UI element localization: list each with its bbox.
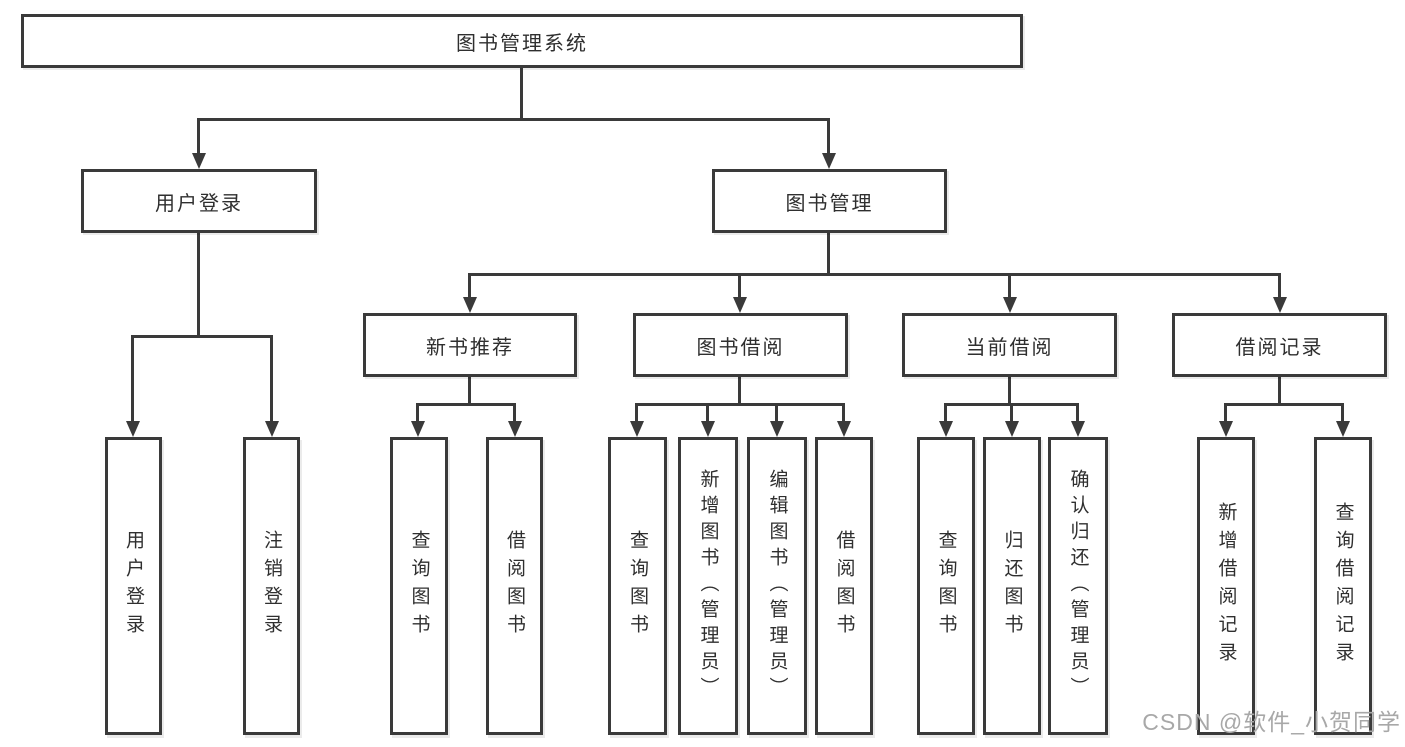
- connector-line: [197, 118, 200, 155]
- node-label: 图书管理系统: [456, 32, 588, 55]
- node-root: 图书管理系统: [21, 14, 1023, 68]
- node-user-login: 用户登录: [81, 169, 317, 233]
- leaf-label: 新增借阅记录: [1215, 502, 1237, 670]
- node-current-borrow: 当前借阅: [902, 313, 1117, 377]
- connector-line: [468, 273, 471, 299]
- leaf-query-books: 查询图书: [917, 437, 975, 735]
- leaf-label: 确认归还（管理员）: [1067, 469, 1089, 703]
- connector-line: [1224, 403, 1344, 406]
- arrow-down-icon: [1336, 421, 1350, 437]
- arrow-down-icon: [1003, 297, 1017, 313]
- leaf-add-borrow-record: 新增借阅记录: [1197, 437, 1255, 735]
- connector-line: [520, 68, 523, 118]
- leaf-query-books: 查询图书: [390, 437, 448, 735]
- arrow-down-icon: [192, 153, 206, 169]
- leaf-query-borrow-record: 查询借阅记录: [1314, 437, 1372, 735]
- connector-line: [513, 403, 516, 423]
- connector-line: [1278, 377, 1281, 403]
- connector-line: [1341, 403, 1344, 423]
- connector-line: [1010, 403, 1013, 423]
- arrow-down-icon: [463, 297, 477, 313]
- node-label: 新书推荐: [426, 336, 514, 359]
- node-label: 图书管理: [785, 192, 874, 215]
- leaf-query-books: 查询图书: [608, 437, 667, 735]
- connector-line: [706, 403, 709, 423]
- connector-line: [416, 403, 419, 423]
- node-new-book-recommend: 新书推荐: [363, 313, 577, 377]
- connector-line: [842, 403, 845, 423]
- leaf-borrow-books: 借阅图书: [486, 437, 543, 735]
- leaf-add-book-admin: 新增图书（管理员）: [678, 437, 738, 735]
- leaf-borrow-books: 借阅图书: [815, 437, 873, 735]
- leaf-confirm-return-admin: 确认归还（管理员）: [1048, 437, 1108, 735]
- connector-line: [1076, 403, 1079, 423]
- arrow-down-icon: [1005, 421, 1019, 437]
- connector-line: [775, 403, 778, 423]
- arrow-down-icon: [1071, 421, 1085, 437]
- arrow-down-icon: [508, 421, 522, 437]
- arrow-down-icon: [701, 421, 715, 437]
- leaf-return-books: 归还图书: [983, 437, 1041, 735]
- arrow-down-icon: [126, 421, 140, 437]
- node-book-borrow: 图书借阅: [633, 313, 848, 377]
- csdn-watermark: CSDN @软件_小贺同学: [1142, 709, 1401, 735]
- node-label: 借阅记录: [1235, 336, 1324, 359]
- connector-line: [197, 232, 200, 335]
- connector-line: [635, 403, 638, 423]
- arrow-down-icon: [1219, 421, 1233, 437]
- arrow-down-icon: [411, 421, 425, 437]
- arrow-down-icon: [1273, 297, 1287, 313]
- connector-line: [468, 377, 471, 403]
- leaf-label: 新增图书（管理员）: [697, 469, 719, 703]
- leaf-label: 编辑图书（管理员）: [766, 469, 788, 703]
- leaf-label: 查询图书: [408, 530, 430, 642]
- connector-line: [827, 118, 830, 155]
- connector-line: [738, 377, 741, 403]
- leaf-label: 借阅图书: [833, 530, 855, 642]
- connector-line: [944, 403, 947, 423]
- leaf-label: 借阅图书: [504, 530, 525, 642]
- arrow-down-icon: [939, 421, 953, 437]
- connector-line: [738, 273, 741, 299]
- arrow-down-icon: [822, 153, 836, 169]
- connector-line: [1278, 273, 1281, 299]
- connector-line: [131, 335, 273, 338]
- connector-line: [635, 403, 845, 406]
- leaf-label: 注销登录: [261, 530, 282, 642]
- connector-line: [416, 403, 516, 406]
- arrow-down-icon: [733, 297, 747, 313]
- leaf-label: 查询图书: [935, 530, 957, 642]
- arrow-down-icon: [265, 421, 279, 437]
- connector-line: [1008, 273, 1011, 299]
- connector-line: [197, 118, 830, 121]
- connector-line: [131, 335, 134, 423]
- node-label: 用户登录: [155, 192, 243, 215]
- node-book-management: 图书管理: [712, 169, 947, 233]
- leaf-user-login: 用户登录: [105, 437, 162, 735]
- connector-line: [1224, 403, 1227, 423]
- leaf-label: 查询图书: [627, 530, 648, 642]
- leaf-logout: 注销登录: [243, 437, 300, 735]
- arrow-down-icon: [770, 421, 784, 437]
- arrow-down-icon: [837, 421, 851, 437]
- leaf-label: 归还图书: [1001, 530, 1023, 642]
- leaf-label: 用户登录: [123, 530, 144, 642]
- node-label: 图书借阅: [696, 336, 785, 359]
- connector-line: [468, 273, 1281, 276]
- node-borrow-records: 借阅记录: [1172, 313, 1387, 377]
- arrow-down-icon: [630, 421, 644, 437]
- connector-line: [1008, 377, 1011, 403]
- leaf-label: 查询借阅记录: [1332, 502, 1354, 670]
- leaf-edit-book-admin: 编辑图书（管理员）: [747, 437, 807, 735]
- connector-line: [270, 335, 273, 423]
- connector-line: [827, 233, 830, 273]
- node-label: 当前借阅: [965, 336, 1054, 359]
